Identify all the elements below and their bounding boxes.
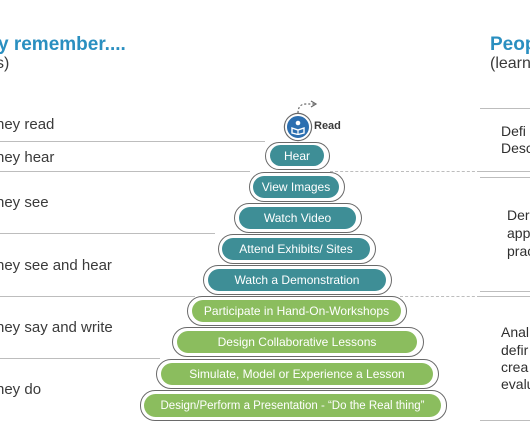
pyramid-read-label: Read [314,120,341,132]
right-header-title: Peop [490,34,530,55]
pyramid-tier-exhibits: Attend Exhibits/ Sites [222,238,370,260]
left-separator [0,171,250,172]
row-label-say-write: hey say and write [0,319,113,336]
right-text-line: crea [501,359,529,375]
row-label-read: hey read [0,116,55,133]
right-text-line: defir [501,342,529,358]
pyramid-tier-workshops: Participate in Hand-On-Workshops [192,300,401,322]
right-separator-dashed [400,296,480,297]
left-header-subtitle: s) [0,55,10,72]
right-text-line: Anal [501,324,530,340]
arrow-right-icon [297,100,318,114]
row-label-see: hey see [0,194,49,211]
right-separator [480,177,530,178]
pyramid-tier-view-images: View Images [253,176,339,198]
right-separator [480,296,530,297]
row-label-do: hey do [0,381,42,398]
right-separator [480,171,530,172]
right-separator [480,291,530,292]
pyramid-tier-collaborative: Design Collaborative Lessons [177,331,417,353]
right-text-line: prac [507,243,530,259]
left-separator [0,358,160,359]
row-label-see-hear: hey see and hear [0,257,112,274]
row-label-hear: hey hear [0,149,55,166]
pyramid-tier-watch-video: Watch Video [239,207,356,229]
right-separator [480,420,530,421]
right-text-line: Der [507,207,530,223]
right-separator-dashed [330,171,480,172]
right-text-line: Desc [501,140,530,156]
right-separator [480,108,530,109]
left-separator [0,296,195,297]
pyramid-tier-demonstration: Watch a Demonstration [208,269,386,291]
right-text-line: evalu [501,376,530,392]
pyramid-tier-presentation: Design/Perform a Presentation - “Do the … [144,394,441,417]
pyramid-tier-simulate: Simulate, Model or Experience a Lesson [161,363,433,385]
reading-person-icon [285,114,311,140]
left-separator [0,233,215,234]
pyramid-tier-hear: Hear [270,145,324,166]
right-text-line: app [507,225,530,241]
left-header-title: y remember.... [0,34,126,55]
right-header-subtitle: (learn [490,55,530,72]
left-separator [0,141,265,142]
right-text-line: Defi [501,123,526,139]
